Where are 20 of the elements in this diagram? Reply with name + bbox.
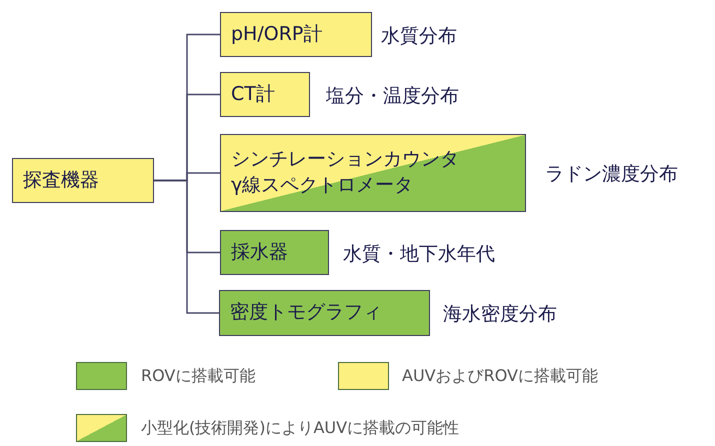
device-box bbox=[220, 12, 372, 57]
measurement-label: 海水密度分布 bbox=[443, 302, 557, 327]
legend-label: 小型化(技術開発)によりAUVに搭載の可能性 bbox=[141, 418, 460, 439]
device-label: 採水器 bbox=[231, 240, 288, 265]
device-label: pH/ORP計 bbox=[231, 22, 322, 47]
device-label: 密度トモグラフィ bbox=[230, 300, 382, 326]
device-box bbox=[220, 230, 329, 275]
measurement-label: 塩分・温度分布 bbox=[326, 84, 459, 108]
measurement-label: 水質分布 bbox=[381, 24, 457, 48]
device-box bbox=[220, 134, 526, 212]
device-label: CT計 bbox=[231, 82, 275, 107]
legend-label: AUVおよびROVに搭載可能 bbox=[402, 366, 598, 387]
measurement-label: 水質・地下水年代 bbox=[343, 242, 495, 266]
device-label: 探査機器 bbox=[23, 168, 99, 193]
connector-line bbox=[154, 180, 219, 314]
root-box bbox=[12, 158, 154, 203]
device-box bbox=[220, 72, 310, 117]
measurement-label: ラドン濃度分布 bbox=[545, 162, 678, 187]
device-box bbox=[219, 290, 430, 336]
legend-label: ROVに搭載可能 bbox=[141, 366, 256, 387]
